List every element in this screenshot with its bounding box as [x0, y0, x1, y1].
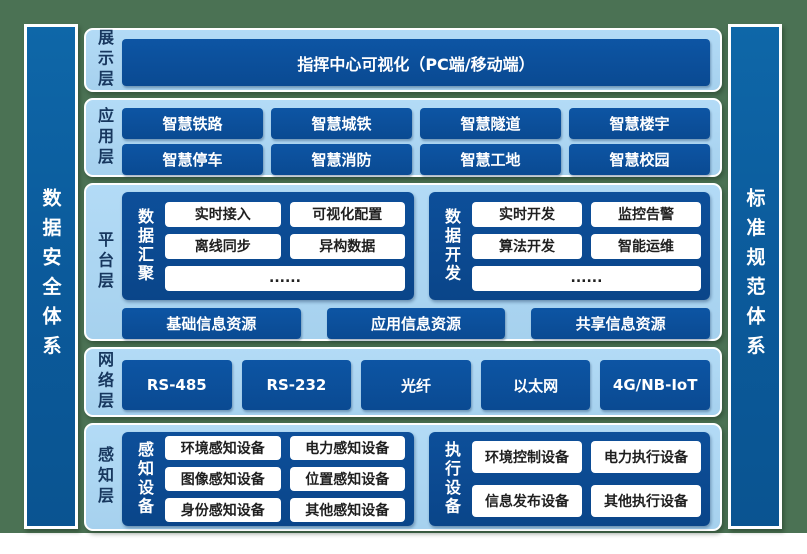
- platform-group-data-aggregation: 数据汇聚 实时接入 可视化配置 离线同步 异构数据 ......: [122, 192, 414, 300]
- layer-content-perception: 感知设备 环境感知设备 电力感知设备 图像感知设备 位置感知设备 身份感知设备: [122, 425, 710, 529]
- app-box: 智慧城铁: [271, 108, 412, 139]
- app-box: 智慧消防: [271, 144, 412, 175]
- platform-group-title: 数据汇聚: [135, 208, 154, 284]
- layer-content-network: RS-485 RS-232 光纤 以太网 4G/NB-IoT: [122, 349, 710, 415]
- layer-panel-display: 展示层 指挥中心可视化（PC端/移动端）: [84, 28, 722, 92]
- device-box: 其他执行设备: [591, 485, 701, 517]
- layer-panel-application: 应用层 智慧铁路 智慧城铁 智慧隧道 智慧楼宇 智慧停车 智慧消防 智慧工地 智…: [84, 98, 722, 177]
- device-box: 其他感知设备: [289, 498, 405, 522]
- network-box: RS-485: [122, 360, 232, 410]
- device-box: 电力执行设备: [591, 441, 701, 473]
- device-box: 图像感知设备: [165, 467, 281, 491]
- platform-item: 算法开发: [472, 233, 582, 259]
- platform-item: 离线同步: [165, 233, 281, 259]
- pillar-standards-label: 标准规范体系: [743, 188, 766, 365]
- resource-box: 共享信息资源: [531, 308, 711, 339]
- app-box: 智慧楼宇: [569, 108, 710, 139]
- app-box: 智慧工地: [420, 144, 561, 175]
- app-box: 智慧隧道: [420, 108, 561, 139]
- device-box: 环境感知设备: [165, 436, 281, 460]
- network-box: 光纤: [361, 360, 471, 410]
- device-box: 信息发布设备: [472, 485, 582, 517]
- resource-box: 基础信息资源: [122, 308, 301, 339]
- device-box: 身份感知设备: [165, 498, 281, 522]
- platform-item: 实时开发: [472, 201, 582, 227]
- platform-item: 监控告警: [591, 201, 701, 227]
- app-box: 智慧校园: [569, 144, 710, 175]
- app-box: 智慧铁路: [122, 108, 263, 139]
- platform-group-title: 数据开发: [442, 208, 461, 284]
- perception-group-execution-devices: 执行设备 环境控制设备 电力执行设备 信息发布设备 其他执行设备: [429, 432, 710, 526]
- pillar-data-security: 数据安全体系: [24, 24, 78, 529]
- layer-panel-network: 网络层 RS-485 RS-232 光纤 以太网 4G/NB-IoT: [84, 347, 722, 417]
- layer-content-display: 指挥中心可视化（PC端/移动端）: [122, 30, 710, 90]
- layer-panel-perception: 感知层 感知设备 环境感知设备 电力感知设备 图像感知设备 位置感知设备: [84, 423, 722, 531]
- pillar-data-security-label: 数据安全体系: [39, 188, 62, 365]
- platform-group-data-development: 数据开发 实时开发 监控告警 算法开发 智能运维 ......: [429, 192, 710, 300]
- layer-label-perception: 感知层: [95, 446, 114, 508]
- layer-label-network: 网络层: [95, 351, 114, 413]
- app-box: 智慧停车: [122, 144, 263, 175]
- layer-content-platform: 数据汇聚 实时接入 可视化配置 离线同步 异构数据 ......: [122, 185, 711, 339]
- layer-label-application: 应用层: [95, 106, 114, 169]
- layer-content-application: 智慧铁路 智慧城铁 智慧隧道 智慧楼宇 智慧停车 智慧消防 智慧工地 智慧校园: [122, 100, 710, 175]
- platform-item: 异构数据: [289, 233, 405, 259]
- perception-group-title: 执行设备: [442, 441, 461, 517]
- platform-item-more: ......: [165, 265, 405, 291]
- device-box: 位置感知设备: [289, 467, 405, 491]
- resource-box: 应用信息资源: [326, 308, 506, 339]
- platform-item: 可视化配置: [289, 201, 405, 227]
- device-box: 环境控制设备: [472, 441, 582, 473]
- device-box: 电力感知设备: [289, 436, 405, 460]
- platform-item: 智能运维: [591, 233, 701, 259]
- network-box: 以太网: [480, 360, 591, 410]
- display-center-box: 指挥中心可视化（PC端/移动端）: [122, 39, 710, 86]
- platform-item: 实时接入: [165, 201, 281, 227]
- layer-panel-platform: 平台层 数据汇聚 实时接入 可视化配置 离线同步 异构数据: [84, 183, 722, 341]
- network-box: 4G/NB-IoT: [600, 360, 710, 410]
- pillar-standards: 标准规范体系: [728, 24, 782, 529]
- layer-label-display: 展示层: [95, 29, 114, 91]
- platform-item-more: ......: [472, 265, 701, 291]
- perception-group-sensing-devices: 感知设备 环境感知设备 电力感知设备 图像感知设备 位置感知设备 身份感知设备: [122, 432, 414, 526]
- layer-label-platform: 平台层: [95, 231, 114, 293]
- perception-group-title: 感知设备: [135, 441, 154, 517]
- network-box: RS-232: [241, 360, 352, 410]
